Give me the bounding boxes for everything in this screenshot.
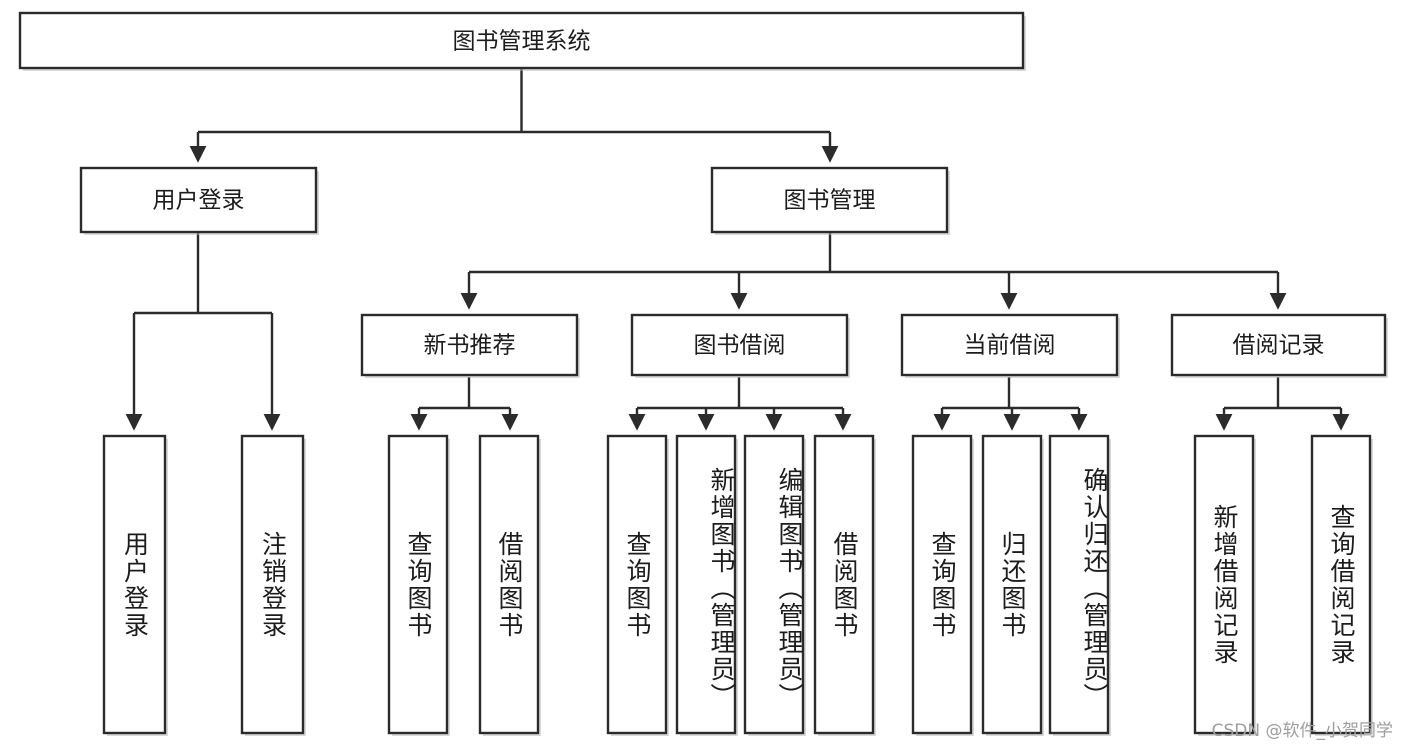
node-book-borrow-rect[interactable] xyxy=(630,313,849,377)
node-root-rect[interactable] xyxy=(18,11,1025,70)
node-user-login-rect[interactable] xyxy=(79,166,318,234)
node-user-login-label: 用户登录 xyxy=(153,188,245,214)
node-current-borrow[interactable]: 当前借阅 xyxy=(900,313,1120,378)
node-new-book-recommend-rect[interactable] xyxy=(360,313,579,377)
node-new-book-recommend-label: 新书推荐 xyxy=(424,333,516,359)
node-current-borrow-rect[interactable] xyxy=(900,313,1119,377)
node-book-borrow[interactable]: 图书借阅 xyxy=(630,313,850,378)
leaf-box-confirm-return-admin[interactable] xyxy=(1048,434,1110,735)
node-user-login[interactable]: 用户登录 xyxy=(79,166,319,235)
node-borrow-record-rect[interactable] xyxy=(1170,313,1387,377)
node-book-management[interactable]: 图书管理 xyxy=(710,166,950,235)
node-book-management-rect[interactable] xyxy=(710,166,949,234)
connector-layer xyxy=(125,68,1350,431)
leaf-box-add-borrow-record[interactable] xyxy=(1193,434,1255,735)
leaf-box-query-borrow-record[interactable] xyxy=(1310,434,1372,735)
leaf-box-edit-book-admin[interactable] xyxy=(743,434,805,735)
node-root-book-management-system[interactable]: 图书管理系统 xyxy=(18,11,1026,71)
node-root-label: 图书管理系统 xyxy=(453,29,591,55)
leaf-box-query-book-borrow[interactable] xyxy=(606,434,668,735)
node-new-book-recommend[interactable]: 新书推荐 xyxy=(360,313,580,378)
leaf-box-query-book-newbook[interactable] xyxy=(387,434,449,735)
leaf-box-user-login[interactable] xyxy=(102,434,167,735)
node-book-borrow-label: 图书借阅 xyxy=(694,333,786,359)
node-current-borrow-label: 当前借阅 xyxy=(964,333,1056,359)
node-borrow-record-label: 借阅记录 xyxy=(1233,333,1325,359)
csdn-watermark: CSDN @软件_小贺同学 xyxy=(1211,721,1393,741)
leaf-box-logout[interactable] xyxy=(240,434,305,735)
leaf-box-add-book-admin[interactable] xyxy=(675,434,737,735)
node-borrow-record[interactable]: 借阅记录 xyxy=(1170,313,1388,378)
leaf-box-borrow-book[interactable] xyxy=(813,434,875,735)
node-book-management-label: 图书管理 xyxy=(784,188,876,214)
leaf-box-borrow-book-newbook[interactable] xyxy=(478,434,540,735)
leaf-box-return-book[interactable] xyxy=(981,434,1043,735)
leaf-boxes-layer xyxy=(102,434,1373,736)
leaf-box-query-book-current[interactable] xyxy=(911,434,973,735)
